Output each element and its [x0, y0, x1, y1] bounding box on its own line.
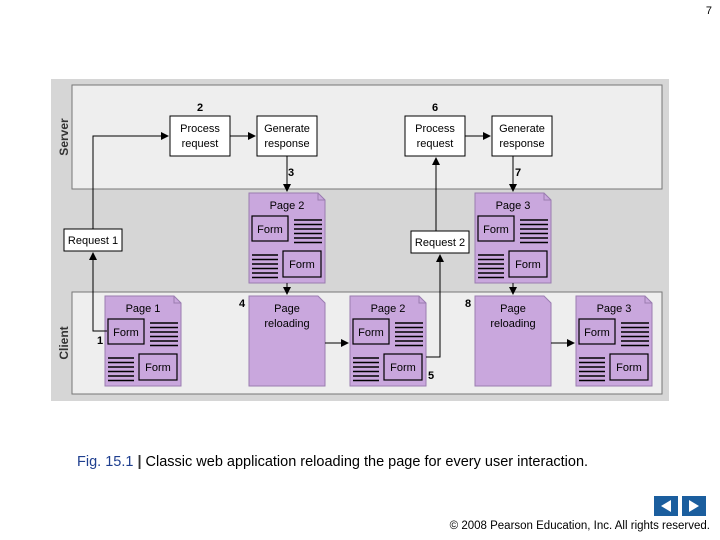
step-number: 4	[239, 298, 246, 310]
page-title: Page 1	[126, 303, 161, 315]
next-arrow-icon[interactable]	[682, 496, 706, 516]
prev-arrow-icon[interactable]	[654, 496, 678, 516]
form-label: Form	[145, 362, 171, 374]
form-label: Form	[113, 327, 139, 339]
page-title: Page 2	[371, 303, 406, 315]
step-number: 7	[515, 167, 521, 179]
figure-label: Fig. 15.1	[77, 454, 134, 470]
server-zone	[71, 84, 663, 190]
form-label: Form	[289, 259, 315, 271]
form-label: Form	[584, 327, 610, 339]
page-title: Page 3	[496, 200, 531, 212]
request-2-box: Request 2	[410, 230, 470, 254]
slide-number: 7	[705, 5, 712, 17]
form-box	[251, 215, 289, 242]
step-number: 8	[465, 298, 471, 310]
form-label: Form	[483, 224, 509, 236]
step-number: 3	[288, 167, 294, 179]
form-label: Form	[515, 259, 541, 271]
flow-arrows	[89, 132, 575, 358]
form-label: Form	[358, 327, 384, 339]
form-box	[508, 250, 548, 278]
step-number: 2	[197, 102, 203, 114]
form-box	[578, 318, 616, 345]
server-zone-label: Server	[57, 118, 71, 156]
caption-separator: |	[137, 454, 142, 470]
step-numbers: 1 2 3 4 5 6 7 8	[97, 102, 521, 382]
form-box	[138, 353, 178, 381]
copyright-notice: © 2008 Pearson Education, Inc. All right…	[449, 520, 710, 532]
form-label: Form	[257, 224, 283, 236]
arrow-request1-to-process	[92, 132, 169, 229]
arrow-page2-to-request2	[426, 254, 444, 358]
figure-caption: Fig. 15.1 | Classic web application relo…	[77, 454, 588, 470]
request-2-label: Request 2	[415, 237, 465, 249]
form-box	[282, 250, 322, 278]
form-box	[383, 353, 423, 381]
request-1-box: Request 1	[63, 228, 123, 252]
slide-navigation	[654, 496, 708, 516]
form-box	[477, 215, 515, 242]
step-number: 1	[97, 335, 103, 347]
form-box	[352, 318, 390, 345]
page-title: Page 3	[597, 303, 632, 315]
form-label: Form	[616, 362, 642, 374]
form-box	[107, 318, 145, 345]
request-1-label: Request 1	[68, 235, 118, 247]
form-label: Form	[390, 362, 416, 374]
client-zone-label: Client	[57, 326, 71, 359]
arrow-page1-to-request1	[89, 252, 107, 332]
form-box	[609, 353, 649, 381]
step-number: 5	[428, 370, 434, 382]
caption-text: Classic web application reloading the pa…	[145, 454, 589, 470]
step-number: 6	[432, 102, 438, 114]
page-title: Page 2	[270, 200, 305, 212]
